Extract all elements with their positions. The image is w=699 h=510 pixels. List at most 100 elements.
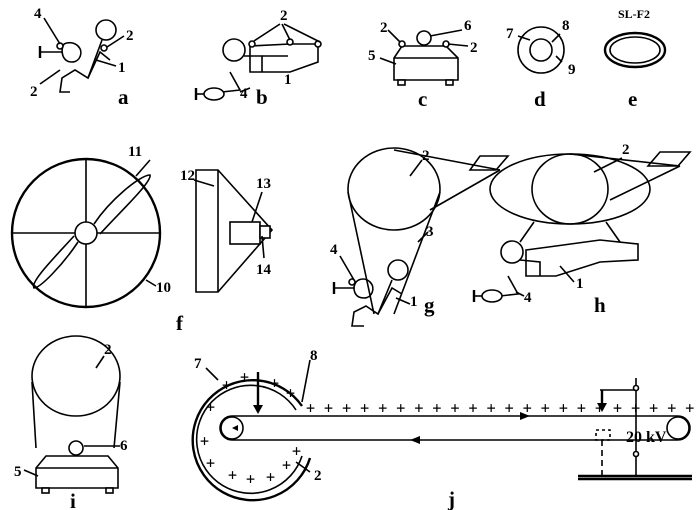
person-body <box>244 55 263 72</box>
label-9: 9 <box>568 62 576 78</box>
ion-cloud <box>31 335 121 417</box>
label-2: 2 <box>380 20 388 36</box>
shade-panel <box>646 151 692 167</box>
breathing-mask <box>353 278 374 299</box>
shade-panel <box>468 155 510 171</box>
panel-a: 4 2 1 2 a <box>30 6 134 109</box>
panel-letter-g: g <box>424 293 435 317</box>
device-box <box>393 45 459 81</box>
label-2: 2 <box>104 342 112 358</box>
panel-letter-e: e <box>628 87 637 111</box>
fan-hub <box>74 221 98 245</box>
panel-i: 2 6 5 i <box>14 335 128 510</box>
panel-letter-a: a <box>118 85 129 109</box>
inner-ring <box>529 38 553 62</box>
svg-text:+: + <box>222 376 231 394</box>
svg-text:+: + <box>246 470 255 488</box>
panel-letter-f: f <box>176 311 184 335</box>
label-3: 3 <box>426 224 434 240</box>
label-5: 5 <box>14 464 22 480</box>
arrow-left <box>232 425 238 431</box>
svg-text:+: + <box>292 442 301 460</box>
sphere-charges: + + + + + + + + + + + + <box>200 368 301 488</box>
label-6: 6 <box>120 438 128 454</box>
breathing-mask <box>61 41 82 63</box>
label-4: 4 <box>34 6 42 22</box>
motor-shaft <box>259 225 271 239</box>
lower-pulley <box>666 416 690 440</box>
person-head <box>500 240 524 264</box>
label-2b: 2 <box>470 40 478 56</box>
panel-f: 11 12 13 14 10 f <box>10 144 274 335</box>
person-body <box>59 39 103 93</box>
conveyor-belt <box>219 415 691 441</box>
breathing-mask <box>203 87 225 101</box>
ion-cloud <box>347 147 441 231</box>
outer-ring <box>517 26 565 74</box>
label-2: 2 <box>280 8 288 24</box>
label-2b: 2 <box>30 84 38 100</box>
panel-letter-c: c <box>418 87 427 111</box>
label-2: 2 <box>622 142 630 158</box>
panel-e: SL-F2 e <box>603 7 667 111</box>
panel-c: 2 6 2 5 c <box>368 18 478 111</box>
label-4: 4 <box>330 242 338 258</box>
svg-text:+: + <box>228 466 237 484</box>
panel-letter-b: b <box>256 85 268 109</box>
breathing-mask <box>481 289 503 303</box>
person-head <box>95 19 117 41</box>
bed-enclosure <box>525 239 639 277</box>
panel-d: 7 8 9 d <box>506 18 576 111</box>
belt-charges: + + + + + + + + + + + + + + + + + + + + … <box>306 399 699 417</box>
panel-letter-i: i <box>70 489 76 510</box>
svg-text:+: + <box>282 456 291 474</box>
panel-h: 2 1 4 h <box>472 142 692 317</box>
label-8: 8 <box>562 18 570 34</box>
cone-line <box>347 191 375 315</box>
device-box <box>35 455 119 489</box>
label-1: 1 <box>576 276 584 292</box>
ion-cloud-outer <box>489 153 651 225</box>
panel-letter-j: j <box>447 487 455 510</box>
panel-letter-h: h <box>594 293 606 317</box>
label-13: 13 <box>256 176 271 192</box>
label-1: 1 <box>284 72 292 88</box>
panel-g: 2 3 4 1 g <box>330 147 510 327</box>
belt-arrow-right <box>410 436 420 444</box>
belt-arrow-left <box>520 412 530 420</box>
svg-text:+: + <box>240 368 249 386</box>
label-10: 10 <box>156 280 171 296</box>
label-14: 14 <box>256 262 272 278</box>
svg-text:+: + <box>286 384 295 402</box>
panel-j: 20 kV + + + + + + + + + + + + + + + + + … <box>191 348 699 510</box>
svg-text:+: + <box>206 454 215 472</box>
fan-blade <box>93 174 151 235</box>
ring-outer <box>603 31 667 69</box>
label-1: 1 <box>410 294 418 310</box>
sphere <box>68 440 84 456</box>
panel-letter-d: d <box>534 87 546 111</box>
person-arm <box>87 50 111 79</box>
svg-text:+: + <box>200 432 209 450</box>
label-1: 1 <box>118 60 126 76</box>
label-2: 2 <box>314 468 322 484</box>
fan-side-view <box>195 169 274 293</box>
label-6: 6 <box>464 18 472 34</box>
label-4: 4 <box>524 290 532 306</box>
caption-sl-f2: SL-F2 <box>618 7 650 21</box>
voltage-label: 20 kV <box>626 429 667 446</box>
label-4: 4 <box>240 86 248 102</box>
label-7: 7 <box>194 356 202 372</box>
sphere <box>416 30 432 46</box>
label-2: 2 <box>126 28 134 44</box>
label-2: 2 <box>422 148 430 164</box>
fan-blade <box>32 235 79 289</box>
person-head <box>387 259 409 281</box>
ring-inner <box>609 36 661 64</box>
svg-text:+: + <box>270 374 279 392</box>
panel-b: 2 1 4 b <box>194 8 322 109</box>
svg-text:+: + <box>266 468 275 486</box>
sphere-shell-outer <box>191 379 312 502</box>
